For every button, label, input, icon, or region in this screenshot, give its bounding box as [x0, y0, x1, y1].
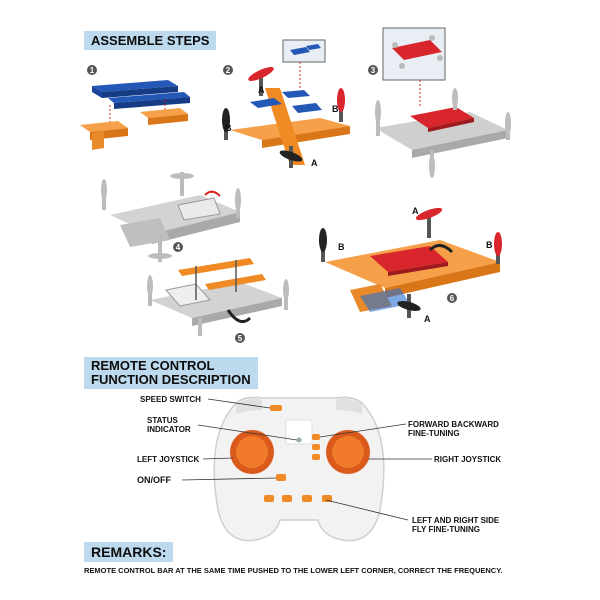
- remarks-text: REMOTE CONTROL BAR AT THE SAME TIME PUSH…: [84, 566, 503, 575]
- step-5-illustration: 5: [147, 258, 289, 343]
- lr-label-line2: FLY FINE-TUNING: [412, 525, 481, 534]
- fb-label-line2: FINE-TUNING: [408, 429, 460, 438]
- remote-control-header: REMOTE CONTROL FUNCTION DESCRIPTION: [84, 357, 258, 389]
- step-5-number: 5: [238, 334, 243, 343]
- step-2-illustration: 2 A B B A: [222, 39, 350, 168]
- remote-header-line2: FUNCTION DESCRIPTION: [91, 372, 251, 387]
- lr-label-line1: LEFT AND RIGHT SIDE: [412, 516, 500, 525]
- on-off-label: ON/OFF: [137, 475, 171, 485]
- speed-switch-label: SPEED SWITCH: [140, 395, 201, 404]
- motor-label-b-3: B: [486, 240, 493, 250]
- fb-label-line1: FORWARD BACKWARD: [408, 420, 499, 429]
- assemble-steps-header: ASSEMBLE STEPS: [84, 31, 217, 50]
- status-label-line1: STATUS: [147, 416, 178, 425]
- motor-label-a-1: A: [258, 85, 265, 95]
- step-3-number: 3: [371, 66, 376, 75]
- step-1-number: 1: [90, 66, 95, 75]
- step-6-number: 6: [450, 294, 455, 303]
- motor-label-a-4: A: [424, 314, 431, 324]
- step-4-illustration: 4: [101, 172, 241, 262]
- step-3-illustration: 3: [368, 27, 511, 178]
- remarks-header: REMARKS:: [84, 542, 174, 562]
- motor-label-b-2: B: [225, 123, 232, 133]
- remote-header-line1: REMOTE CONTROL: [91, 358, 215, 373]
- left-right-side-label: LEFT AND RIGHT SIDE FLY FINE-TUNING: [412, 516, 499, 534]
- status-label-line2: INDICATOR: [147, 425, 191, 434]
- right-joystick-label: RIGHT JOYSTICK: [434, 455, 502, 464]
- motor-label-a-2: A: [311, 158, 318, 168]
- step-6-illustration: A B B A 6: [319, 206, 502, 324]
- step-4-number: 4: [176, 243, 181, 252]
- step-2-number: 2: [226, 66, 231, 75]
- remote-control-illustration: [181, 396, 432, 542]
- forward-backward-label: FORWARD BACKWARD FINE-TUNING: [408, 420, 499, 438]
- motor-label-b-1: B: [332, 104, 339, 114]
- status-indicator-label: STATUS INDICATOR: [147, 416, 191, 434]
- motor-label-b-4: B: [338, 242, 345, 252]
- motor-label-a-3: A: [412, 206, 419, 216]
- step-1-illustration: 1: [80, 65, 190, 150]
- left-joystick-label: LEFT JOYSTICK: [137, 455, 200, 464]
